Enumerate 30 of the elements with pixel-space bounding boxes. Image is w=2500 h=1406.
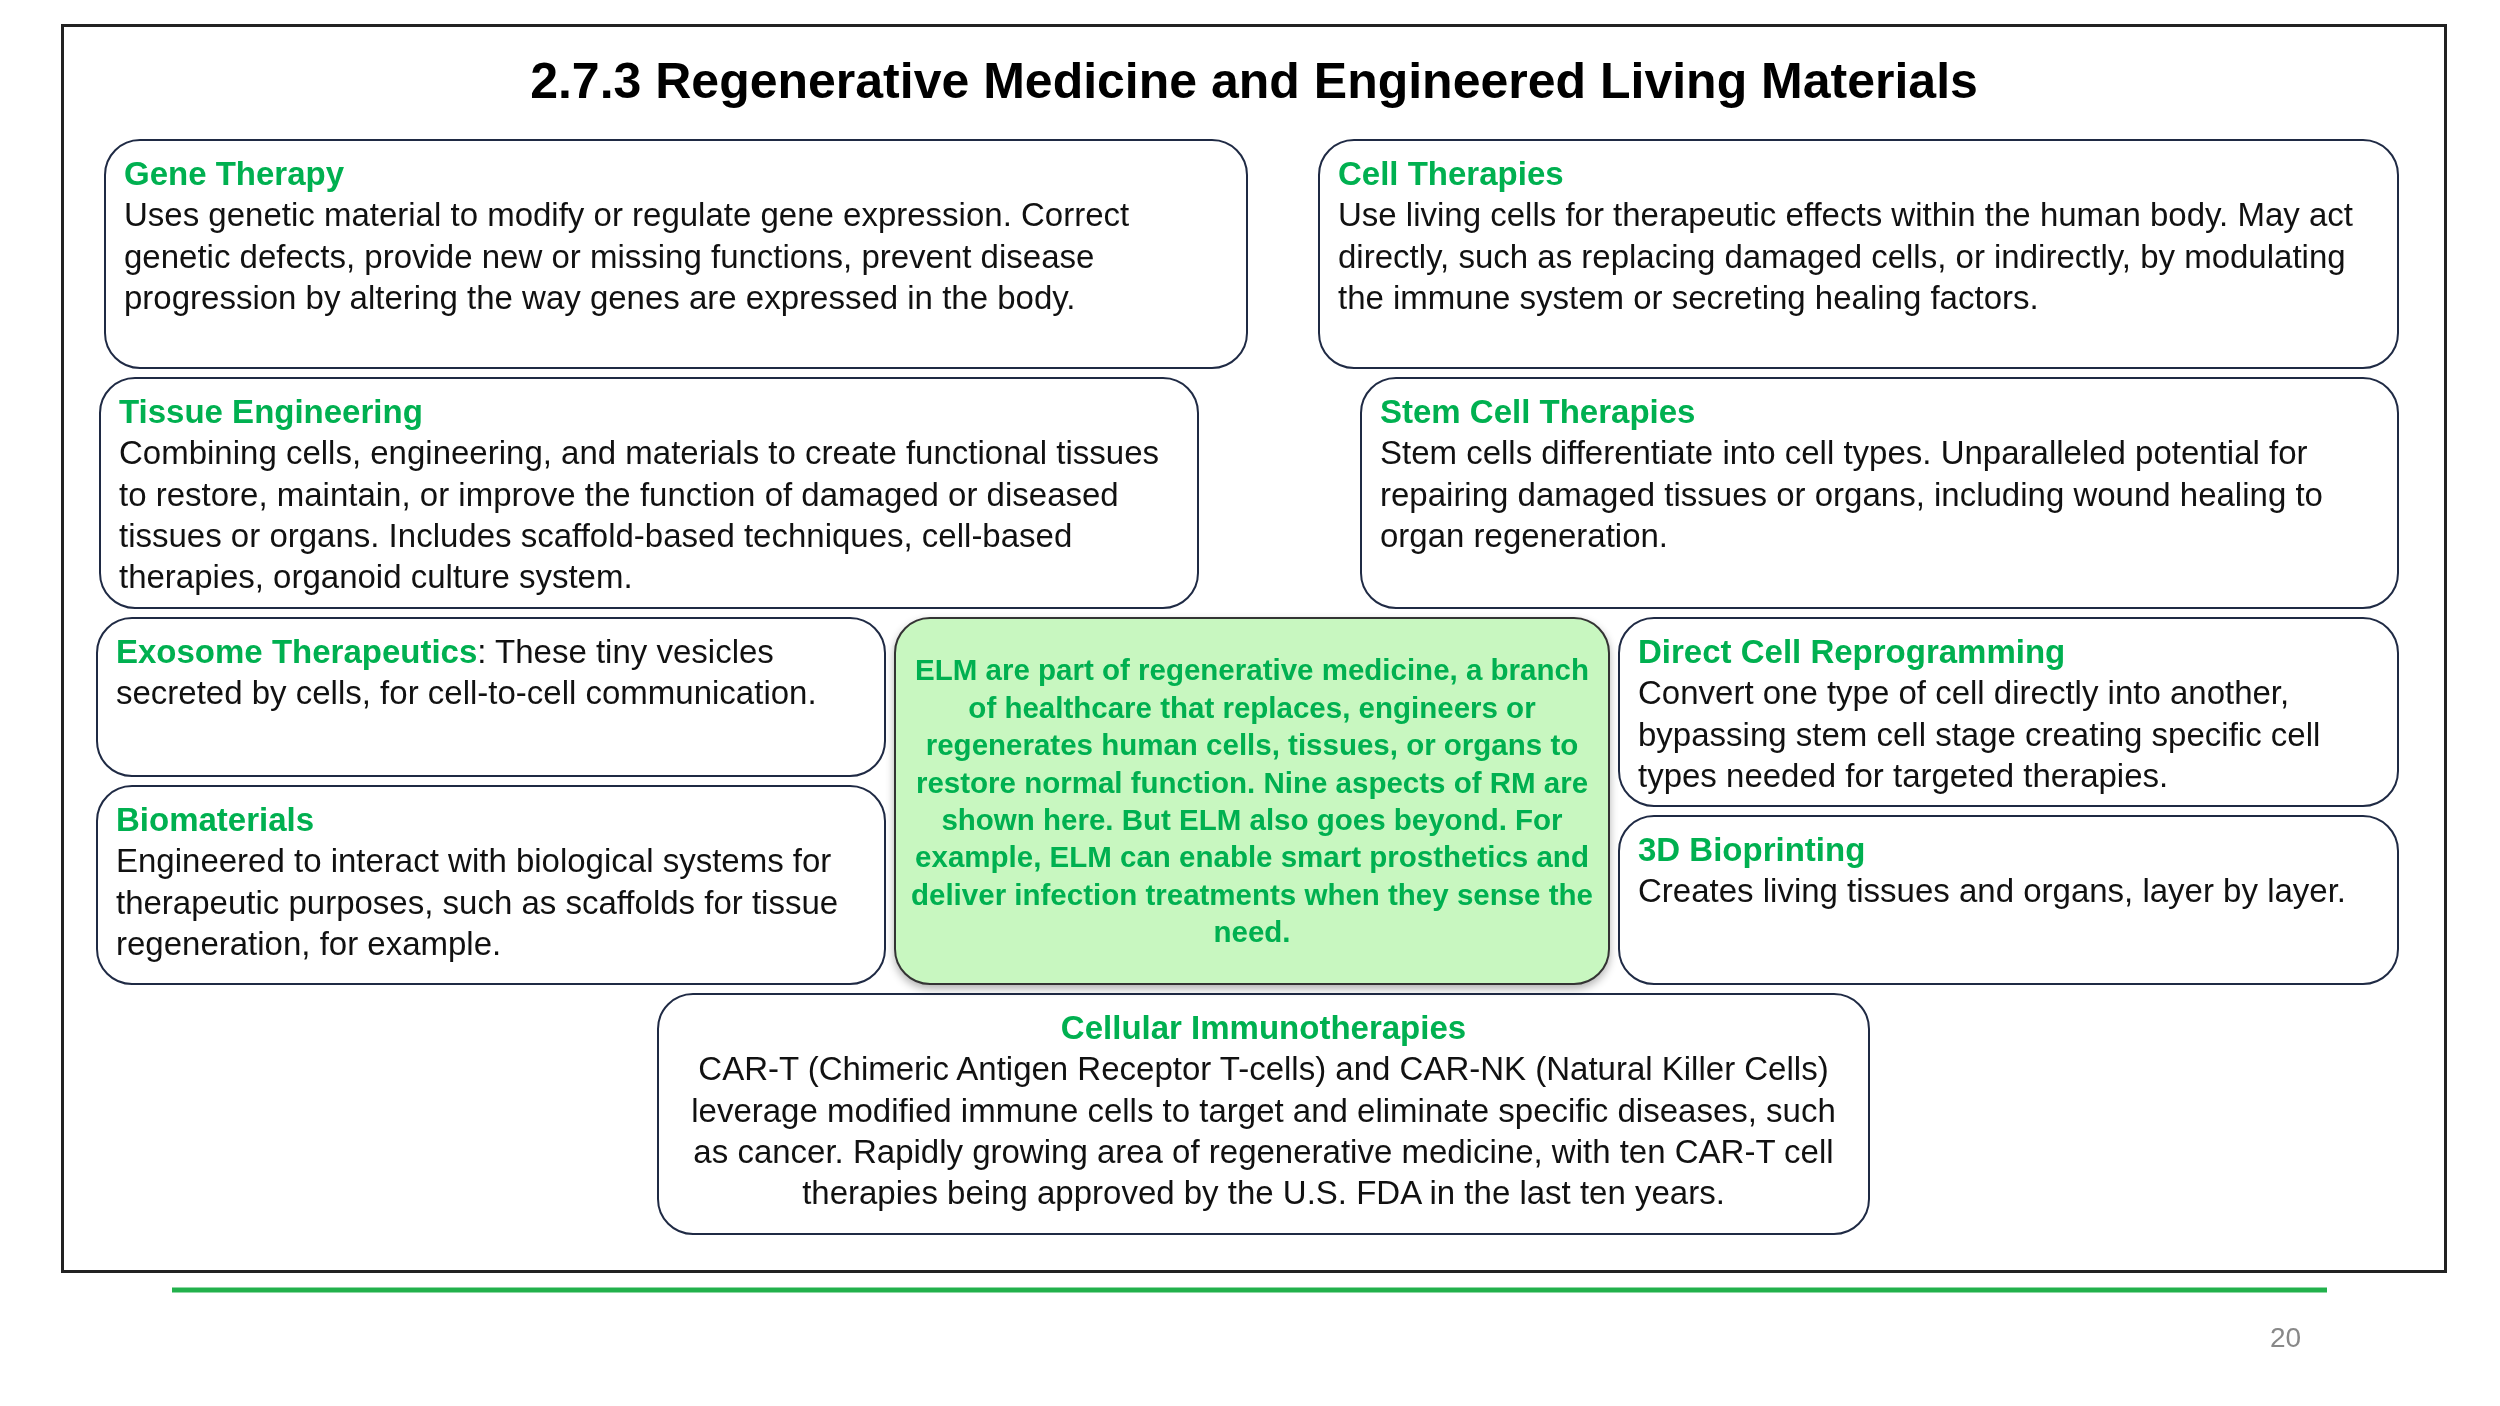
info-card [104,139,1248,369]
card-heading: Stem Cell Therapies [1380,392,1697,432]
card-text: Use living cells for therapeutic effects within the human body. May act directly, such as replacing damaged cells, or indirectly, by modulating the immune system or secreting healing factors. [1338,195,2354,318]
card-heading: Biomaterials [116,800,316,840]
card-heading: Direct Cell Reprogramming [1638,632,2067,672]
info-card [1360,377,2399,609]
info-card [1618,617,2399,807]
info-card [96,785,886,985]
card-text: ELM are part of regenerative medicine, a branch of healthcare that replaces, engineers or regenerates human cells, tissues, or organs to restore normal function. Nine aspects of RM are shown here. But ELM also goes beyond. For example, ELM can enable smart prosthetics and deliver infection treatments when they sense the need. [910,652,1594,951]
card-text: Creates living tissues and organs, layer by layer. [1638,871,2348,912]
card-text: Engineered to interact with biological systems for therapeutic purposes, such as scaffolds for tissue regeneration, for example. [116,841,840,964]
page-number: 20 [2270,1322,2302,1354]
card-text: Combining cells, engineering, and materials to create functional tissues to restore, maintain, or improve the function of damaged or diseased tissues or organs. Includes scaffold-based techniques, cell-based therapies, organoid culture system. [119,433,1161,597]
card-text: Exosome Therapeutics: These tiny vesicles secreted by cells, for cell-to-cell communication. [116,632,818,714]
card-heading: Cell Therapies [1338,154,1565,194]
info-card [99,377,1199,609]
card-text: CAR-T (Chimeric Antigen Receptor T-cells) and CAR-NK (Natural Killer Cells) leverage modified immune cells to target and eliminate specific diseases, such as cancer. Rapidly growing area of regenerative medicine, with ten CAR-T cell therapies being approved by the U.S. FDA in the last ten years. [690,1049,1837,1213]
info-card [894,617,1610,985]
info-card [1318,139,2399,369]
diagram-title: 2.7.3 Regenerative Medicine and Engineered Living Materials [529,52,1979,110]
card-heading: Tissue Engineering [119,392,424,432]
card-heading: 3D Bioprinting [1638,830,1867,870]
card-text: Uses genetic material to modify or regulate gene expression. Correct genetic defects, provide new or missing functions, prevent disease progression by altering the way genes are expressed in the body. [124,195,1131,318]
info-card [657,993,1870,1235]
info-card [96,617,886,777]
info-card [1618,815,2399,985]
card-text: Stem cells differentiate into cell types. Unparalleled potential for repairing damaged tissues or organs, including wound healing to organ regeneration. [1380,433,2324,556]
card-heading: Cellular Immunotherapies [1059,1008,1468,1048]
card-text: Convert one type of cell directly into another, bypassing stem cell stage creating specific cell types needed for targeted therapies. [1638,673,2322,796]
card-heading: Gene Therapy [124,154,346,194]
